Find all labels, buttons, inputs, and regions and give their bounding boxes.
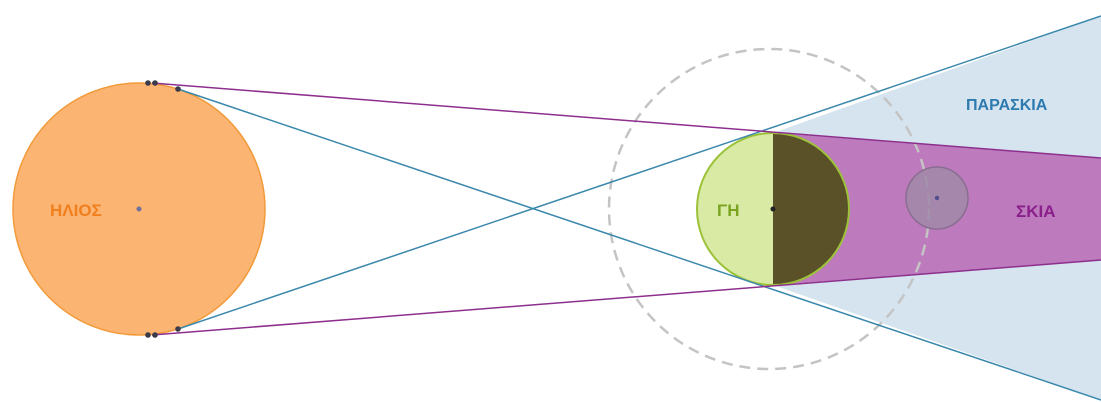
moon-center-point: [934, 195, 940, 201]
umbra-tangent-lower: [151, 259, 1101, 336]
tangent-points: [145, 80, 181, 338]
penumbra-tangent-upper: [177, 88, 1101, 401]
penumbra-label: ΠΑΡΑΣΚΙΑ: [966, 97, 1048, 114]
earth-outline: [696, 132, 850, 286]
earth-center-point: [770, 206, 776, 212]
sun-center-point: [136, 206, 142, 212]
tangent-point: [152, 80, 158, 86]
sun-label: ΗΛΙΟΣ: [50, 201, 102, 220]
penumbra-tangent-lower: [177, 15, 1101, 330]
tangent-point: [175, 326, 181, 332]
umbra-tangent-upper: [151, 82, 1101, 159]
earth-label: ΓΗ: [717, 201, 740, 220]
tangent-point: [175, 86, 181, 92]
umbra-label: ΣΚΙΑ: [1016, 202, 1055, 221]
tangent-point: [145, 80, 151, 86]
tangent-point: [145, 332, 151, 338]
tangent-point: [152, 332, 158, 338]
